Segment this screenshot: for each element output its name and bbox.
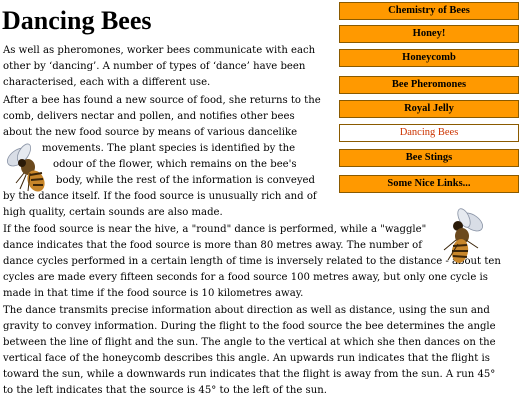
article-line: gravity to convey information. During th… [3,321,496,332]
article-line: As well as pheromones, worker bees commu… [3,45,316,56]
nav-link[interactable]: Bee Pheromones [339,76,519,94]
article-line: toward the sun, while a downwards run in… [3,369,496,380]
article-line: The dance transmits precise information … [3,305,490,316]
article-line: dance cycles performed in a certain leng… [3,256,501,267]
article-line: to the left indicates that the source is… [3,385,327,396]
nav-link[interactable]: Honeycomb [339,49,519,67]
article-line: other by ‘dancing’. A number of types of… [3,61,306,72]
nav-link[interactable]: Honey! [339,25,519,43]
article-line: If the food source is near the hive, a "… [3,224,427,235]
article-line: movements. The plant species is identifi… [42,143,296,154]
article-line: made in that time if the food source is … [3,288,304,299]
article-line: odour of the flower, which remains on th… [53,159,297,170]
bee-image-left [6,143,45,192]
article-line: cycles are made every fifteen seconds fo… [3,272,488,283]
article-line: comb, delivers nectar and pollen, and no… [3,111,295,122]
article-line: vertical face of the honeycomb describes… [3,353,490,364]
nav-link[interactable]: Some Nice Links... [339,175,519,193]
article-line: After a bee has found a new source of fo… [3,95,321,106]
nav-link[interactable]: Bee Stings [339,149,519,167]
article-line: between the line of flight and the sun. … [3,337,496,348]
article-line: dance indicates that the food source is … [3,240,422,251]
article-line: about the new food source by means of va… [3,127,298,138]
article-line: body, while the rest of the information … [56,175,315,186]
bee-image-right [443,208,484,263]
article-line: high quality, certain sounds are also ma… [3,207,223,218]
page-title: Dancing Bees [2,6,152,35]
article-line: by the dance itself. If the food source … [3,191,317,202]
nav-link[interactable]: Dancing Bees [339,124,519,142]
nav-link[interactable]: Chemistry of Bees [339,2,519,20]
article-line: characterised, each with a different use… [3,77,211,88]
nav-link[interactable]: Royal Jelly [339,100,519,118]
